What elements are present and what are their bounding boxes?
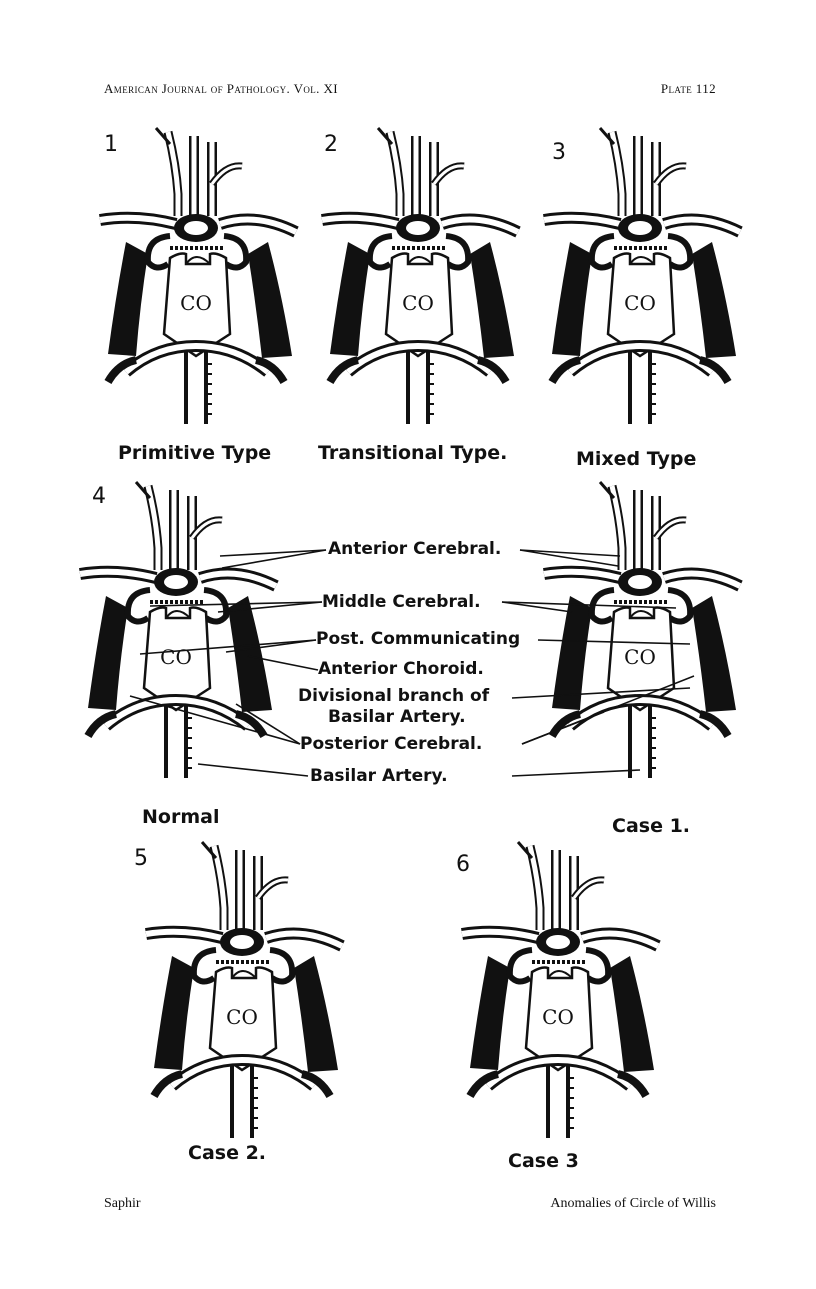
caption-primitive-type: Primitive Type [118, 442, 272, 464]
caption-normal: Normal [142, 806, 220, 828]
figure-number-6: 6 [456, 852, 470, 877]
label-divisional-branch-line2: Basilar Artery. [328, 707, 466, 727]
caption-case-1: Case 1. [612, 815, 691, 837]
caption-case-2: Case 2. [188, 1142, 267, 1164]
caption-transitional-type: Transitional Type. [318, 442, 508, 464]
caption-mixed-type: Mixed Type [576, 448, 697, 470]
figure-6-case-3 [458, 838, 658, 1138]
figure-5-case-2 [142, 838, 342, 1138]
author-footer: Saphir [104, 1196, 141, 1211]
label-basilar-artery: Basilar Artery. [310, 766, 448, 786]
figure-number-4: 4 [92, 484, 106, 509]
label-anterior-choroid: Anterior Choroid. [318, 659, 484, 679]
title-footer: Anomalies of Circle of Willis [550, 1196, 716, 1211]
plate-number: Plate 112 [660, 81, 716, 96]
journal-header: American Journal of Pathology. Vol. XI [104, 81, 338, 96]
label-divisional-branch-line1: Divisional branch of [298, 686, 490, 706]
figure-number-2: 2 [324, 132, 338, 157]
label-middle-cerebral: Middle Cerebral. [322, 592, 481, 612]
label-posterior-cerebral: Posterior Cerebral. [300, 734, 483, 754]
label-post-communicating: Post. Communicating [316, 629, 521, 649]
caption-case-3: Case 3 [508, 1150, 579, 1172]
figure-number-5: 5 [134, 846, 148, 871]
figure-number-1: 1 [104, 132, 118, 157]
figure-number-3: 3 [552, 140, 566, 165]
label-anterior-cerebral: Anterior Cerebral. [328, 539, 502, 559]
